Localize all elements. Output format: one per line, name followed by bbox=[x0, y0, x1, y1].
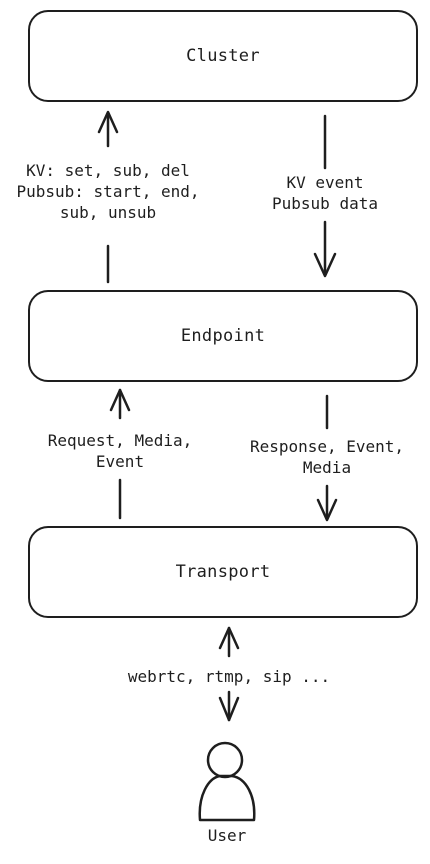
arrow-endpoint-to-cluster bbox=[97, 110, 119, 284]
transport-to-endpoint-label: Request, Media, Event bbox=[30, 430, 210, 472]
edge-line: Media bbox=[302, 458, 352, 477]
edge-line: sub, unsub bbox=[59, 203, 157, 222]
cluster-label: Cluster bbox=[186, 46, 260, 66]
edge-line: Request, Media, bbox=[47, 431, 193, 450]
cluster-box: Cluster bbox=[28, 10, 418, 102]
edge-line: webrtc, rtmp, sip ... bbox=[127, 667, 331, 686]
arrow-endpoint-to-transport bbox=[316, 394, 338, 522]
cluster-to-endpoint-label: KV event Pubsub data bbox=[250, 172, 400, 214]
edge-line: Pubsub data bbox=[272, 194, 378, 213]
arrow-user-transport bbox=[218, 626, 240, 722]
user-label: User bbox=[207, 826, 247, 845]
user-icon bbox=[198, 741, 256, 822]
edge-line: Response, Event, bbox=[249, 437, 405, 456]
edge-line: KV: set, sub, del bbox=[26, 161, 190, 180]
endpoint-to-transport-label: Response, Event, Media bbox=[232, 436, 422, 478]
user-transport-label: webrtc, rtmp, sip ... bbox=[114, 666, 344, 687]
transport-box: Transport bbox=[28, 526, 418, 618]
endpoint-label: Endpoint bbox=[180, 326, 266, 346]
edge-line: KV event bbox=[286, 173, 364, 192]
edge-line: Event bbox=[95, 452, 145, 471]
edge-line: Pubsub: start, end, bbox=[16, 182, 200, 201]
arrow-cluster-to-endpoint bbox=[313, 114, 337, 278]
arrow-transport-to-endpoint bbox=[109, 388, 131, 520]
endpoint-box: Endpoint bbox=[28, 290, 418, 382]
transport-label: Transport bbox=[175, 562, 271, 582]
endpoint-to-cluster-label: KV: set, sub, del Pubsub: start, end, su… bbox=[8, 160, 208, 223]
